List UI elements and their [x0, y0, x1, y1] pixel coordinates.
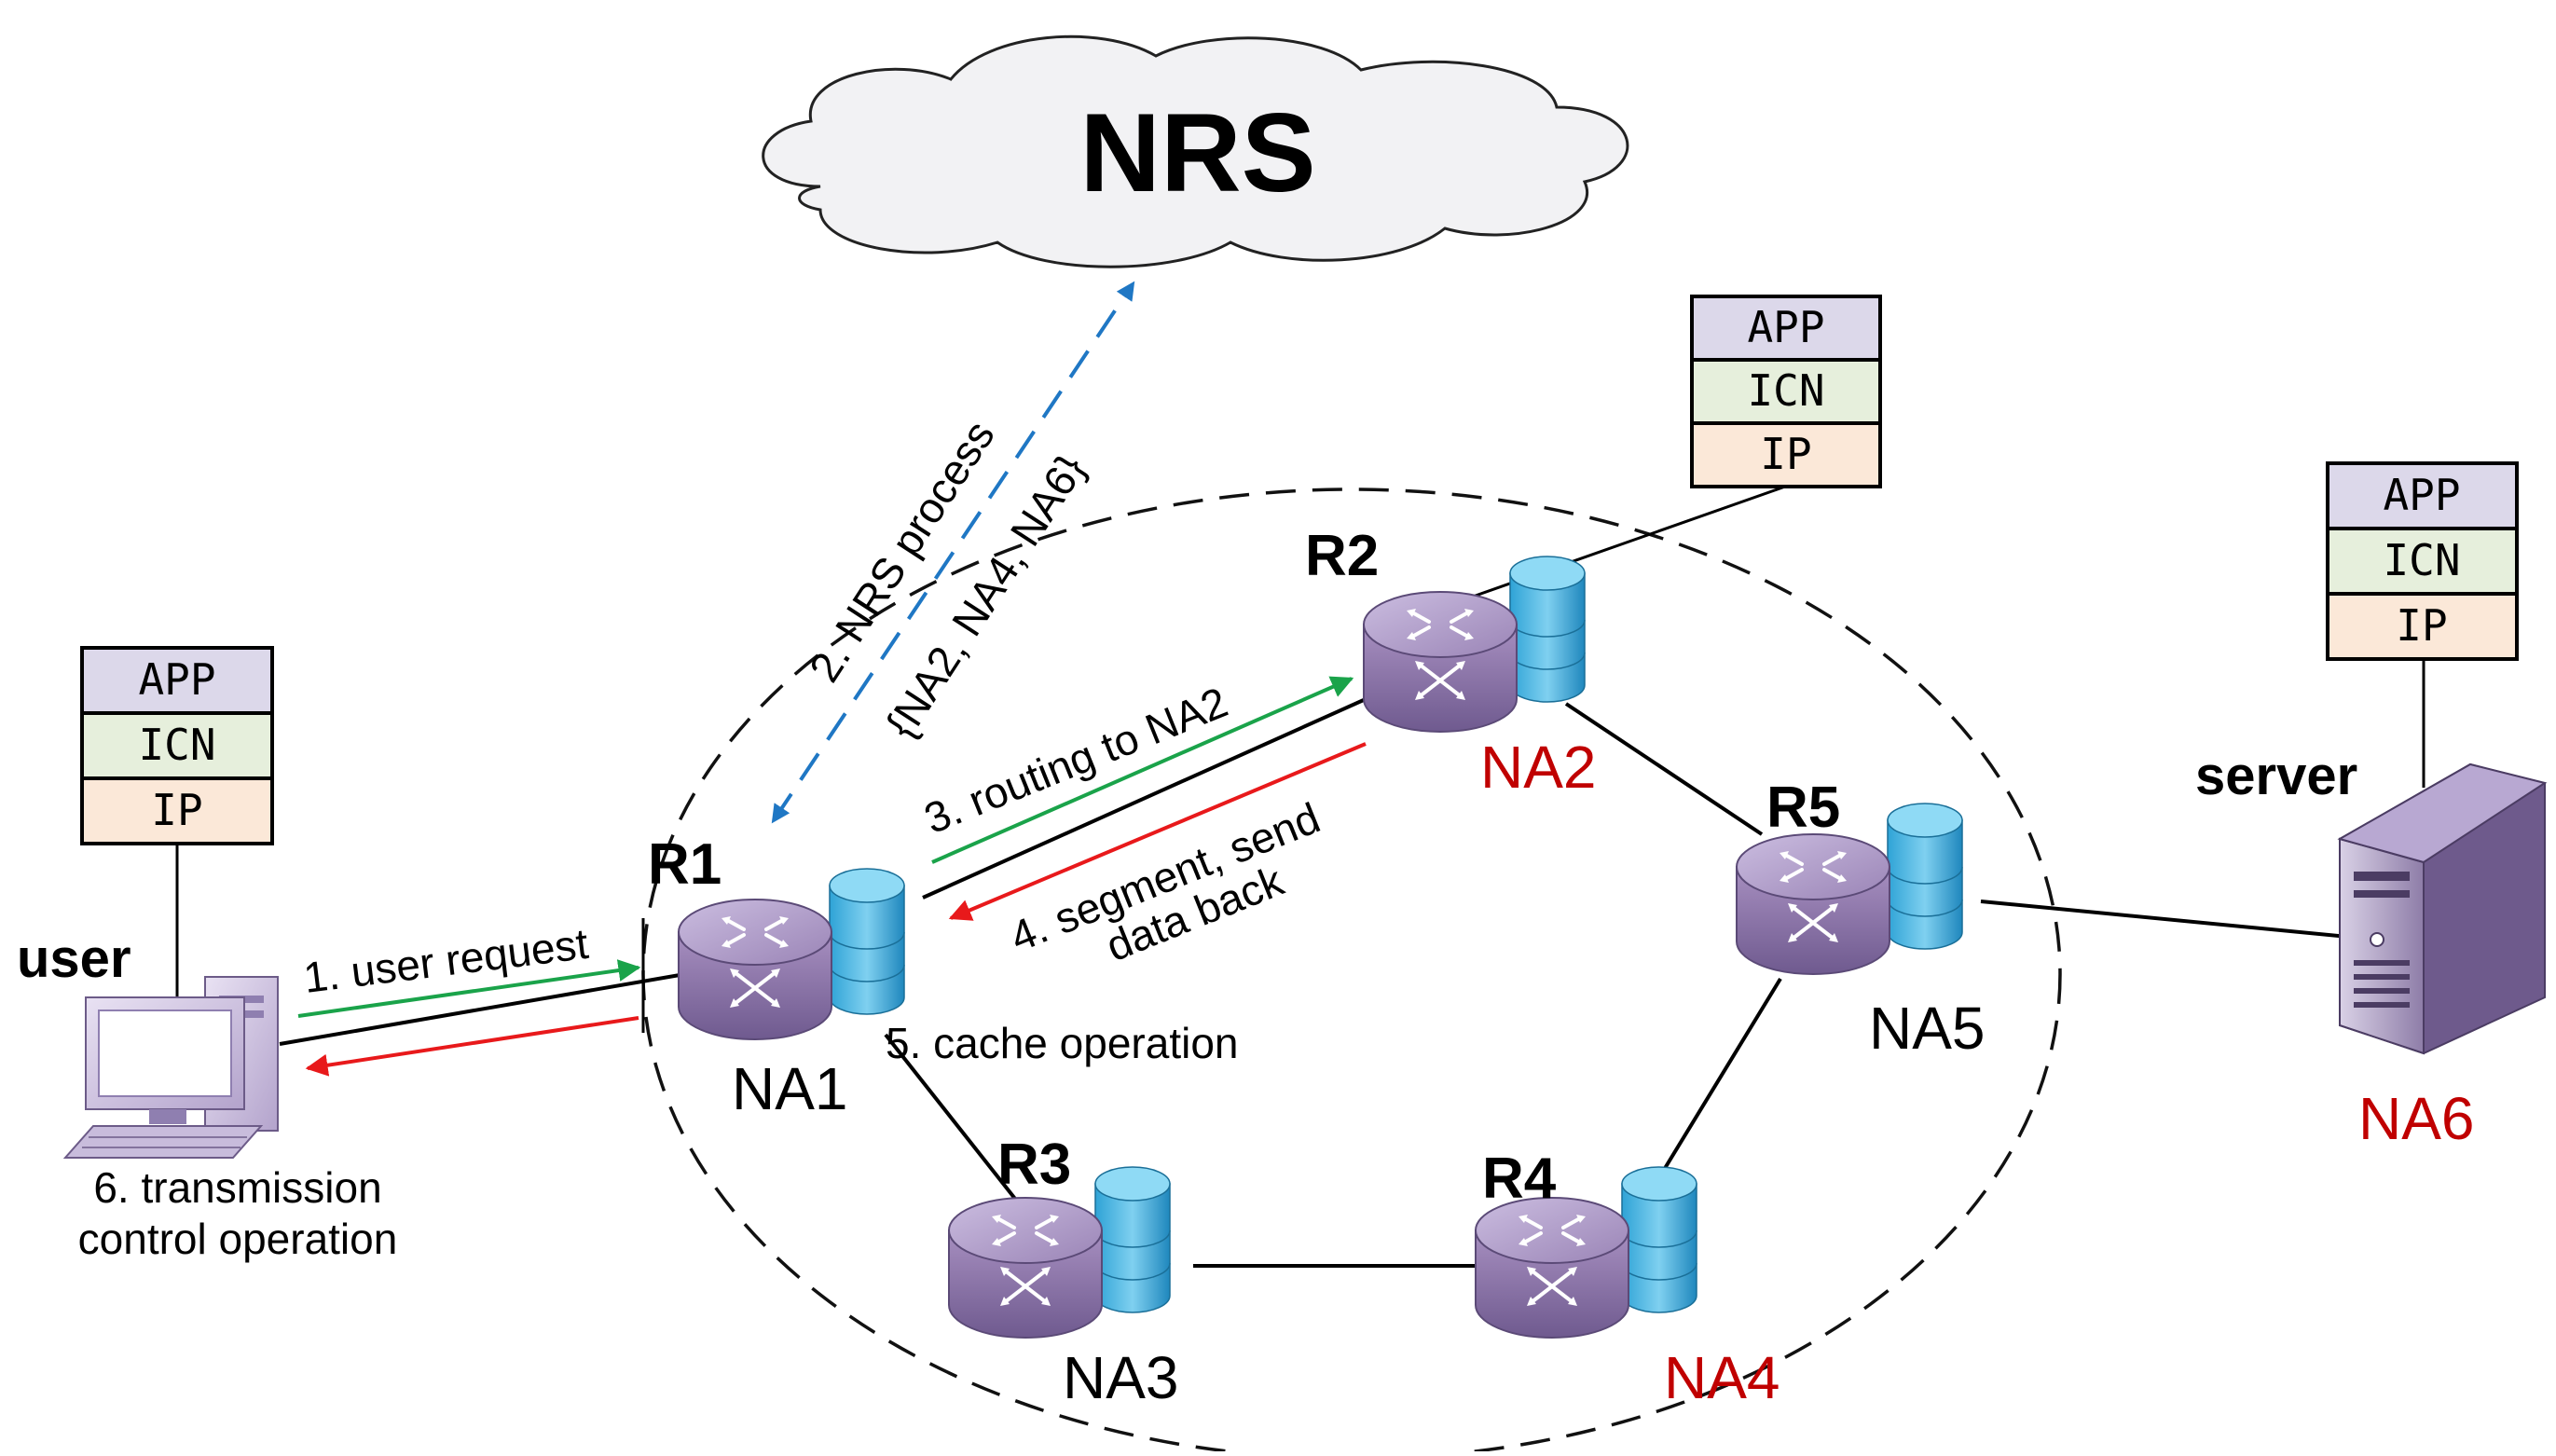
- stack-icn-label: ICN: [2383, 535, 2460, 585]
- response-to-user-arrow: [305, 1016, 639, 1077]
- stack-ip-label: IP: [1760, 429, 1811, 479]
- nrs-cloud: NRS: [762, 34, 1629, 268]
- router-labels: R1 R2 R3 R4 R5: [648, 524, 1840, 1211]
- stack-app-label: APP: [138, 654, 215, 705]
- step-nrs-result: {NA2, NA4, NA6}: [876, 446, 1094, 746]
- na-labels: NA1 NA2 NA3 NA4 NA5 NA6: [732, 734, 2475, 1411]
- label-na4: NA4: [1664, 1344, 1780, 1411]
- user-computer-icon: [62, 976, 279, 1159]
- link-r1-user: [279, 972, 686, 1046]
- label-server: server: [2195, 746, 2357, 806]
- label-user: user: [17, 928, 131, 989]
- stack-icn-label: ICN: [138, 720, 215, 770]
- label-r3: R3: [997, 1133, 1071, 1197]
- routing-arrow: [931, 676, 1354, 864]
- link-r5-server: [1980, 900, 2378, 941]
- label-na6: NA6: [2358, 1085, 2475, 1152]
- label-r1: R1: [648, 832, 721, 897]
- label-na5: NA5: [1869, 995, 1986, 1062]
- protocol-stack-server: APP ICN IP: [2326, 461, 2519, 661]
- flow-arrows: [297, 281, 1367, 1077]
- segment-arrow: [948, 742, 1367, 921]
- network-links: [175, 485, 2425, 1268]
- step-transmission-line2: control operation: [78, 1215, 398, 1263]
- stack-app-label: APP: [1747, 302, 1824, 352]
- link-r1-r2: [922, 697, 1367, 900]
- step-user-request: 1. user request: [301, 919, 591, 1002]
- label-r5: R5: [1766, 776, 1840, 840]
- protocol-stack-r2: APP ICN IP: [1690, 295, 1882, 488]
- link-r2-r5: [1564, 702, 1764, 836]
- user-request-arrow: [297, 959, 641, 1018]
- step-cache: 5. cache operation: [886, 1019, 1239, 1067]
- label-na1: NA1: [732, 1055, 848, 1122]
- label-na3: NA3: [1063, 1344, 1179, 1411]
- label-na2: NA2: [1480, 734, 1597, 801]
- link-r1-r3: [884, 1033, 1027, 1214]
- nrs-label: NRS: [1079, 90, 1315, 215]
- protocol-stack-user: APP ICN IP: [80, 646, 274, 845]
- server-icon: [2337, 762, 2548, 1055]
- label-r4: R4: [1482, 1147, 1557, 1211]
- router-r2: [1362, 556, 1586, 734]
- stack-icn-label: ICN: [1747, 365, 1824, 416]
- stack-ip-label: IP: [151, 785, 202, 835]
- step-transmission-line1: 6. transmission: [93, 1163, 381, 1212]
- stack-ip-label: IP: [2396, 600, 2447, 651]
- link-r4-r5: [1662, 977, 1782, 1172]
- endpoint-labels: user server: [17, 746, 2357, 989]
- label-r2: R2: [1305, 524, 1379, 588]
- stack-app-label: APP: [2383, 470, 2460, 520]
- nrs-query-arrow: [771, 281, 1135, 824]
